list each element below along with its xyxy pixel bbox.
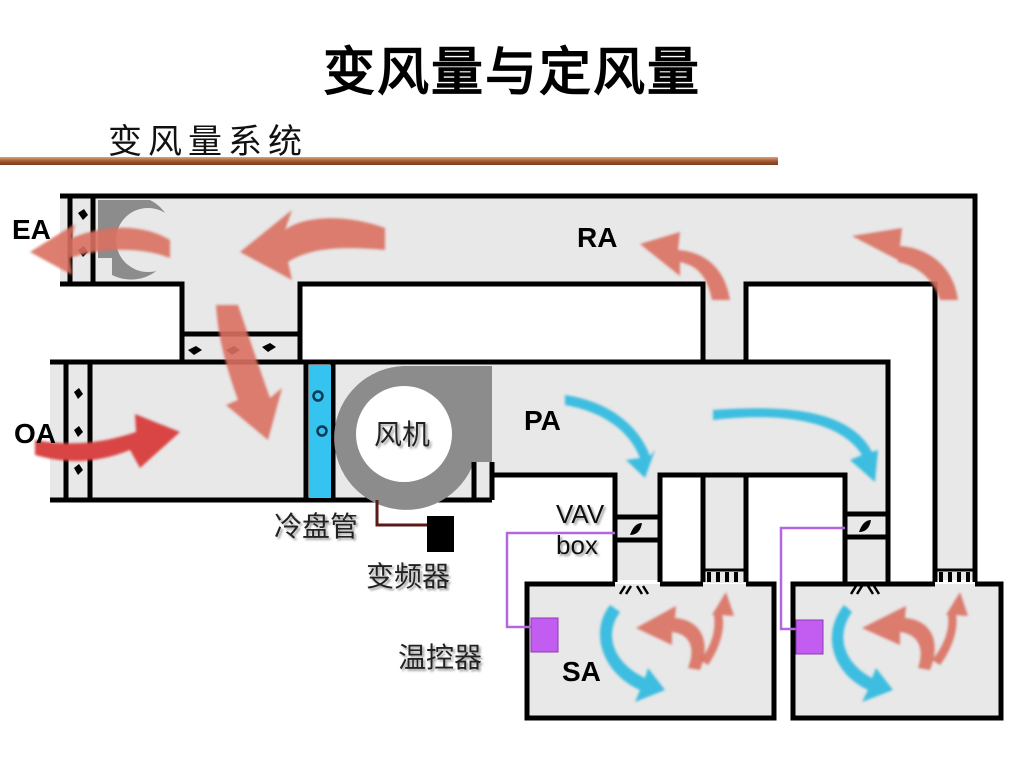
title-divider [0,157,778,165]
outdoor-air-arrow [35,414,180,468]
label-exhaust-air: EA [12,214,51,245]
primary-air-arrow-1 [565,395,655,478]
supply-diffuser-2 [849,585,881,595]
zone-2-room [793,584,1001,718]
primary-air-arrow-2 [713,408,878,482]
zone-2-room-air-arrow [862,606,935,670]
slide-title: 变风量与定风量 [322,43,701,103]
thermostat-wiring [505,526,845,631]
supply-fan [334,366,492,510]
outdoor-air-damper [74,388,83,475]
zone-1-return-arrow [700,592,734,665]
return-air-arrow-2 [852,228,958,300]
label-vav-box-line1: VAV [556,499,605,529]
label-supply-air: SA [562,656,601,687]
airflow-arrows [30,210,968,702]
label-return-air: RA [577,222,617,253]
label-outdoor-air: OA [14,418,56,449]
return-air-arrow-1 [640,232,730,300]
mixed-air-arrow [216,305,282,440]
label-primary-air: PA [524,405,561,436]
supply-diffuser-1 [618,585,650,595]
slide-subtitle: 变风量系统 [108,122,308,162]
zone-2-supply-arrow [831,605,893,702]
label-vav-box-line2: box [556,530,598,560]
vfd [375,500,454,552]
return-air-arrow-main [240,210,385,280]
zone-1-room [527,584,774,718]
duct-outlines [50,193,1004,721]
return-riser-1 [703,475,746,583]
label-vfd: 变频器 [366,560,450,593]
cooling-coil [309,365,331,498]
label-fan: 风机 [374,418,430,451]
return-grille-2 [937,568,973,582]
zone-1-room-air-arrow [636,606,705,670]
label-cooling-coil: 冷盘管 [274,510,358,543]
zone-2-return-arrow [932,592,968,665]
vav-damper-1 [630,523,642,535]
zone-1-supply-arrow [600,605,665,702]
thermostat-2 [795,619,824,655]
vav-damper-2 [859,520,871,532]
vfd-box [427,516,454,552]
exhaust-air-arrow [30,224,170,275]
return-grille-1 [705,568,744,582]
label-thermostat: 温控器 [398,641,482,674]
thermostat-1 [530,617,559,653]
